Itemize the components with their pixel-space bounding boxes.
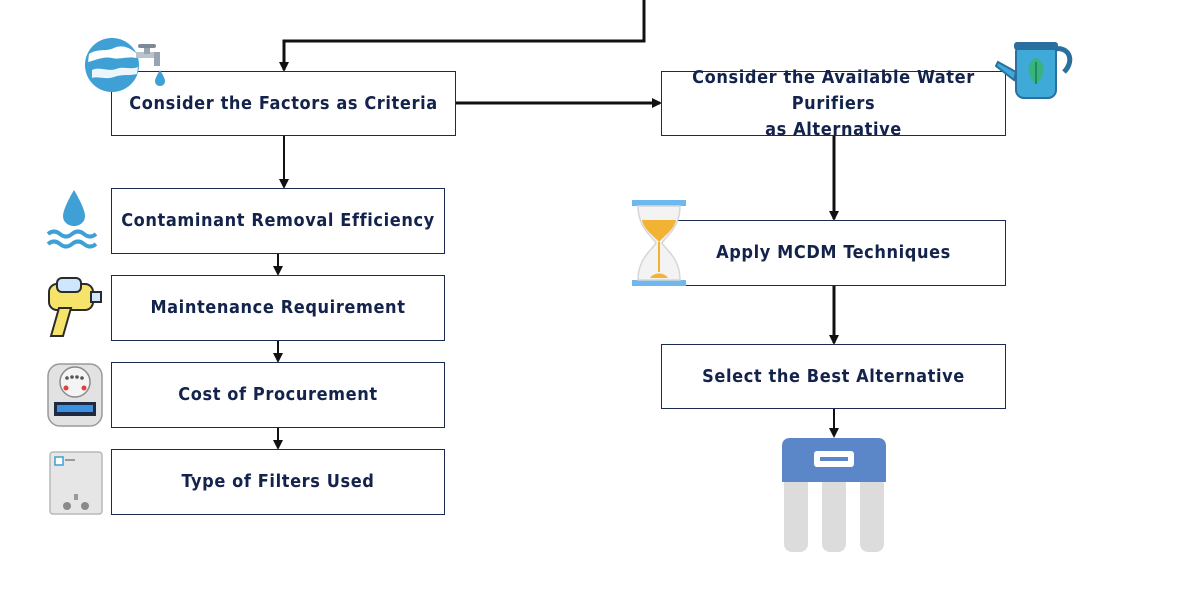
arrow-top-to-criteria <box>279 0 646 72</box>
alternatives-label-line1: Consider the Available Water Purifiers <box>692 66 975 114</box>
select-box: Select the Best Alternative <box>661 344 1006 409</box>
globe-tap-icon <box>85 38 165 92</box>
mcdm-box: Apply MCDM Techniques <box>661 220 1006 286</box>
factor-box-cost: Cost of Procurement <box>111 362 445 428</box>
factor-label: Cost of Procurement <box>178 384 378 405</box>
factor-label: Type of Filters Used <box>181 471 375 492</box>
hourglass-icon <box>632 200 686 286</box>
control-panel-icon <box>47 363 103 427</box>
select-label: Select the Best Alternative <box>702 365 965 387</box>
mcdm-label: Apply MCDM Techniques <box>716 242 951 263</box>
factor-box-contaminant-removal: Contaminant Removal Efficiency <box>111 188 445 254</box>
factor-label: Maintenance Requirement <box>150 297 406 318</box>
factor-box-maintenance: Maintenance Requirement <box>111 275 445 341</box>
water-heater-icon <box>49 451 103 515</box>
water-drop-waves-icon <box>46 190 98 249</box>
watering-can-icon <box>994 42 1073 99</box>
alternatives-box: Consider the Available Water Purifiers a… <box>661 67 1006 140</box>
alternatives-label-line2: as Alternative <box>765 118 902 140</box>
water-purifier-icon <box>782 438 886 552</box>
criteria-box: Consider the Factors as Criteria <box>111 71 456 136</box>
criteria-label: Consider the Factors as Criteria <box>129 92 438 114</box>
factor-label: Contaminant Removal Efficiency <box>121 210 435 231</box>
factor-box-filters: Type of Filters Used <box>111 449 445 515</box>
spray-gun-icon <box>48 277 102 337</box>
